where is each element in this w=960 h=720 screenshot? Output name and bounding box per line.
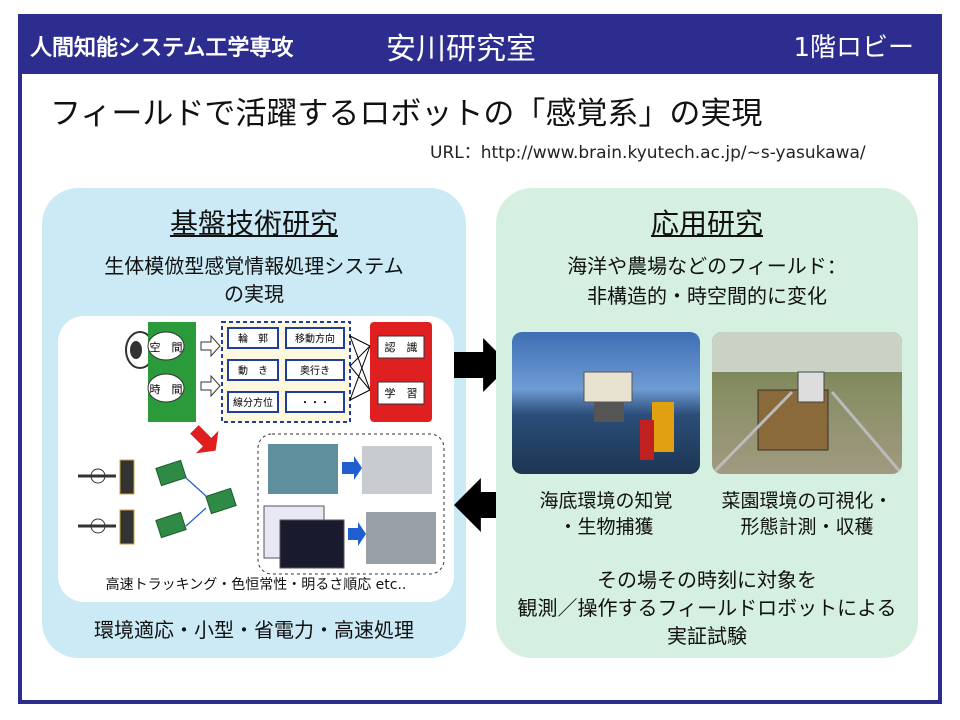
feature-label: 輪 郭 xyxy=(238,332,268,345)
input-label-time: 時 間 xyxy=(150,383,183,396)
applied-research-subtitle-1: 海洋や農場などのフィールド： xyxy=(567,254,847,278)
poster-title: フィールドで活躍するロボットの「感覚系」の実現 xyxy=(50,96,763,132)
header-bar: 人間知能システム工学専攻 安川研究室 1階ロビー xyxy=(18,14,942,74)
basic-research-subtitle-1: 生体模倣型感覚情報処理システム xyxy=(104,254,404,278)
red-arrow-icon xyxy=(190,425,219,454)
circuit-board-icon xyxy=(155,459,237,539)
basic-research-title: 基盤技術研究 xyxy=(169,207,338,240)
feature-label: 移動方向 xyxy=(295,332,335,345)
field-test-line-2: 観測／操作するフィールドロボットによる xyxy=(517,596,897,620)
applied-research-panel: 応用研究 海洋や農場などのフィールド： 非構造的・時空間的に変化 海底環境の知覚… xyxy=(496,188,918,658)
output-label-recognition: 認 識 xyxy=(385,340,418,354)
applied-research-subtitle-2: 非構造的・時空間的に変化 xyxy=(587,284,827,308)
blue-arrow-icon xyxy=(348,522,366,546)
basic-research-subtitle-2: の実現 xyxy=(224,282,284,306)
garden-caption-1: 菜園環境の可視化・ xyxy=(721,490,893,512)
input-label-space: 空 間 xyxy=(150,340,183,354)
processing-caption: 高速トラッキング・色恒常性・明るさ順応 etc.. xyxy=(105,577,407,593)
feature-label: 奥行き xyxy=(300,364,330,377)
department-name: 人間知能システム工学専攻 xyxy=(30,36,294,61)
location-label: 1階ロビー xyxy=(793,33,914,63)
ocean-robot-photo xyxy=(512,332,700,474)
seafloor-caption-2: ・生物捕獲 xyxy=(558,516,654,538)
sensory-system-diagram-area: 空 間 時 間 輪 郭 移動方向 動 き 奥行き 線分方位 xyxy=(58,316,454,602)
tracking-input-image xyxy=(268,444,338,494)
basic-research-footer: 環境適応・小型・省電力・高速処理 xyxy=(94,618,414,642)
sensory-system-diagram: 空 間 時 間 輪 郭 移動方向 動 き 奥行き 線分方位 xyxy=(78,321,445,575)
tracking-output-image xyxy=(362,446,432,494)
feature-label: ・・・ xyxy=(300,398,330,409)
blue-arrow-icon xyxy=(342,456,362,480)
applied-research-title: 応用研究 xyxy=(650,207,763,240)
lab-url[interactable]: URL：http://www.brain.kyutech.ac.jp/~s-ya… xyxy=(430,143,866,163)
field-test-line-3: 実証試験 xyxy=(667,624,747,648)
sensor-chip-icon xyxy=(78,459,135,545)
feature-label: 線分方位 xyxy=(233,396,273,409)
field-test-line-1: その場その時刻に対象を xyxy=(597,568,817,592)
basic-research-panel: 基盤技術研究 生体模倣型感覚情報処理システム の実現 空 間 時 間 xyxy=(42,188,466,658)
seafloor-caption-1: 海底環境の知覚 xyxy=(539,490,673,512)
dark-scene-image xyxy=(279,519,345,569)
garden-caption-2: 形態計測・収穫 xyxy=(740,516,874,538)
lab-name: 安川研究室 xyxy=(386,32,536,67)
output-label-learning: 学 習 xyxy=(385,386,418,400)
greenhouse-robot-photo xyxy=(712,332,902,474)
feature-label: 動 き xyxy=(238,364,268,377)
brightened-scene-image xyxy=(366,512,436,564)
